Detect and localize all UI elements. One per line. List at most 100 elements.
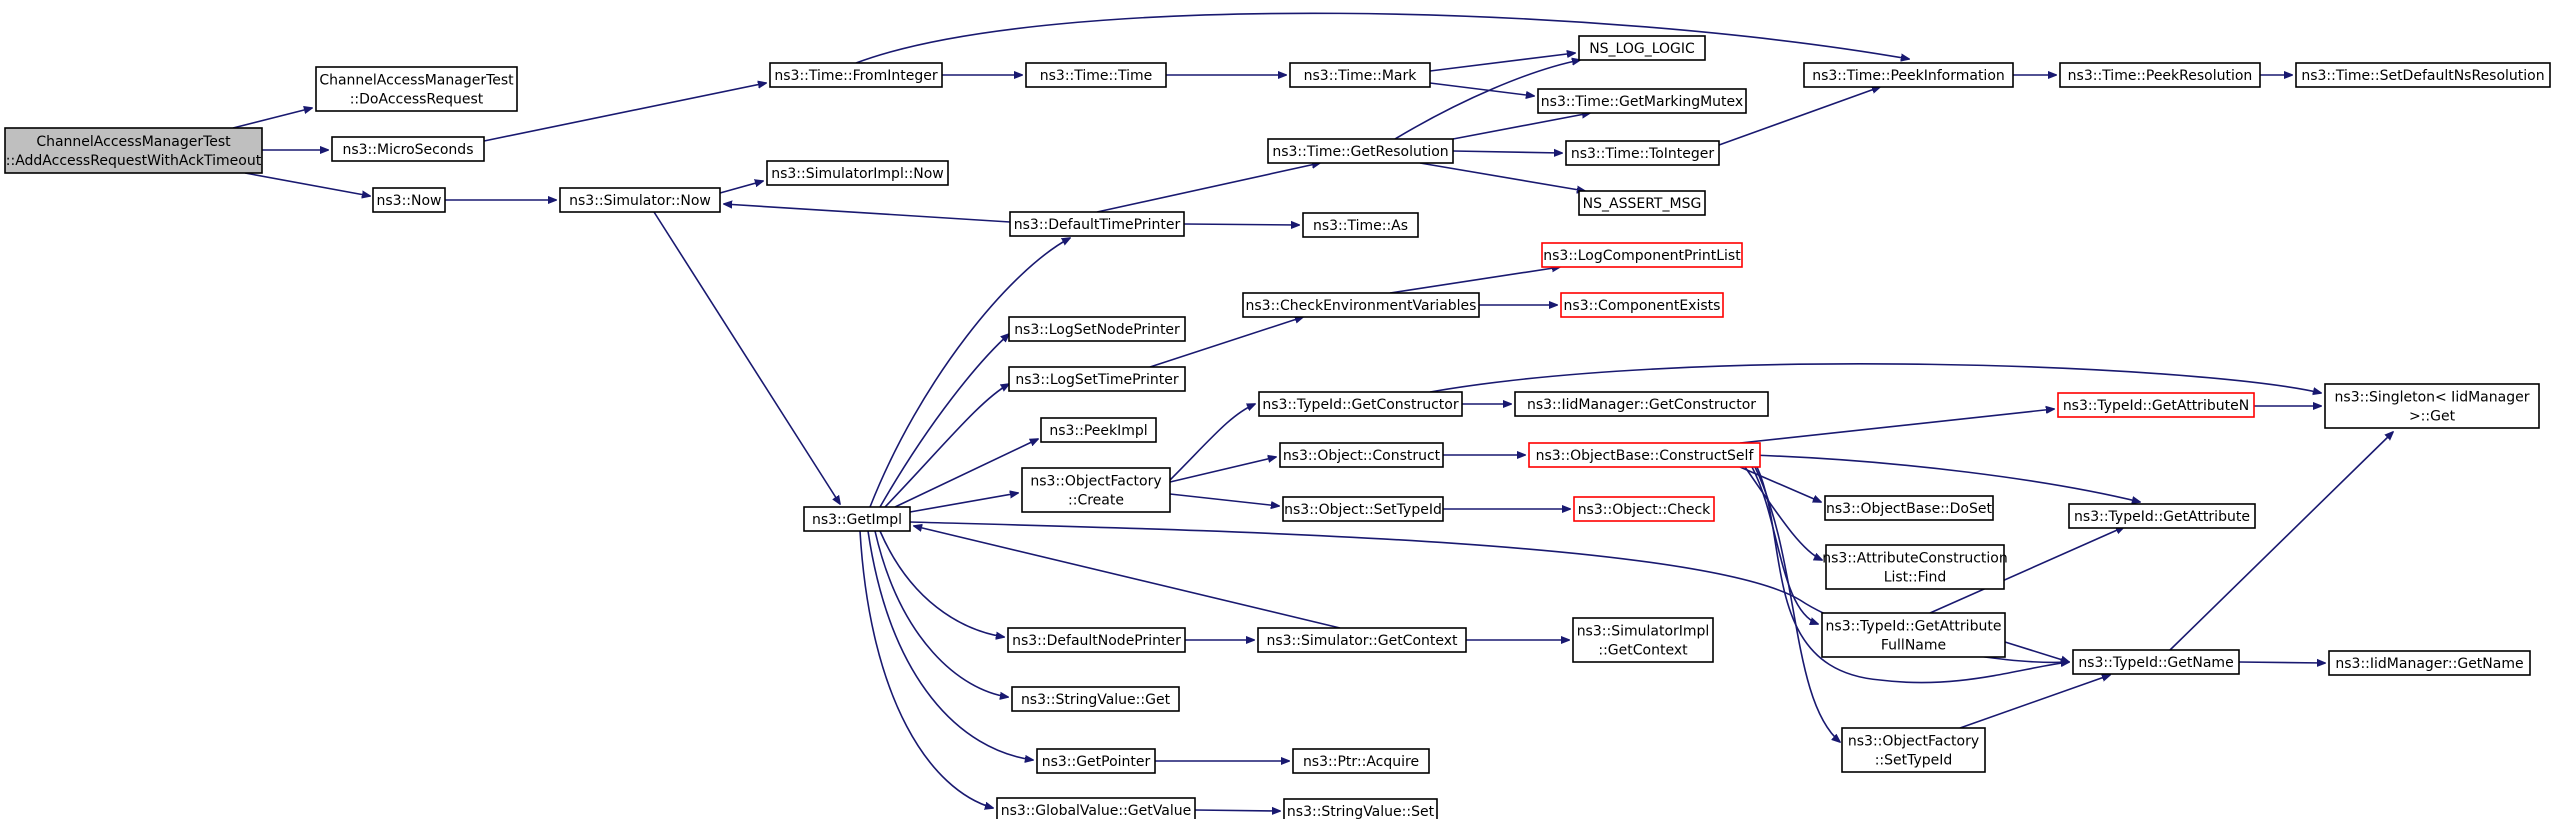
node-box[interactable] <box>996 797 1196 819</box>
node-box[interactable] <box>1279 442 1444 468</box>
node-markmutex[interactable]: ns3::Time::GetMarkingMutex <box>1537 88 1747 114</box>
node-box[interactable] <box>1803 62 2014 88</box>
node-setimpl[interactable]: ns3::Object::SetTypeId <box>1282 496 1444 522</box>
node-getres[interactable]: ns3::Time::GetResolution <box>1267 138 1454 164</box>
node-box[interactable] <box>1040 417 1157 443</box>
node-loglogic[interactable]: NS_LOG_LOGIC <box>1578 35 1706 61</box>
node-doaccess[interactable]: ChannelAccessManagerTest::DoAccessReques… <box>315 66 518 112</box>
node-box[interactable] <box>766 160 949 186</box>
node-simgetctx[interactable]: ns3::Simulator::GetContext <box>1257 627 1467 653</box>
node-timetime[interactable]: ns3::Time::Time <box>1025 62 1167 88</box>
node-box[interactable] <box>1283 798 1438 819</box>
node-deftp[interactable]: ns3::DefaultTimePrinter <box>1009 211 1185 237</box>
node-box[interactable] <box>1242 292 1480 318</box>
node-compexists[interactable]: ns3::ComponentExists <box>1560 292 1724 318</box>
node-gvgetvalue[interactable]: ns3::GlobalValue::GetValue <box>996 797 1196 819</box>
node-toint[interactable]: ns3::Time::ToInteger <box>1565 140 1720 166</box>
node-now[interactable]: ns3::Now <box>372 187 446 213</box>
node-ptracquire[interactable]: ns3::Ptr::Acquire <box>1292 748 1430 774</box>
node-box[interactable] <box>1578 35 1706 61</box>
node-setdefres[interactable]: ns3::Time::SetDefaultNsResolution <box>2295 62 2551 88</box>
node-box[interactable] <box>1257 627 1467 653</box>
node-objfactcreate[interactable]: ns3::ObjectFactory::Create <box>1021 467 1171 513</box>
node-box[interactable] <box>2324 383 2540 429</box>
node-box[interactable] <box>1541 242 1743 268</box>
node-assertmsg[interactable]: NS_ASSERT_MSG <box>1578 190 1706 216</box>
node-box[interactable] <box>1537 88 1747 114</box>
node-box[interactable] <box>1009 211 1185 237</box>
node-box[interactable] <box>1565 140 1720 166</box>
node-box[interactable] <box>1825 544 2005 590</box>
node-box[interactable] <box>4 127 263 174</box>
node-box[interactable] <box>1560 292 1724 318</box>
node-constructself[interactable]: ns3::ObjectBase::ConstructSelf <box>1528 442 1761 468</box>
node-box[interactable] <box>1302 212 1419 238</box>
node-logsetnode[interactable]: ns3::LogSetNodePrinter <box>1008 316 1186 342</box>
node-peekres[interactable]: ns3::Time::PeekResolution <box>2059 62 2261 88</box>
node-box[interactable] <box>1578 190 1706 216</box>
node-box[interactable] <box>1292 748 1430 774</box>
node-strvalset[interactable]: ns3::StringValue::Set <box>1283 798 1438 819</box>
node-box[interactable] <box>372 187 446 213</box>
node-box[interactable] <box>2328 650 2531 676</box>
node-box[interactable] <box>2072 649 2240 675</box>
node-logcpl[interactable]: ns3::LogComponentPrintList <box>1541 242 1743 268</box>
node-getpointer[interactable]: ns3::GetPointer <box>1036 748 1156 774</box>
node-box[interactable] <box>1011 686 1180 712</box>
node-box[interactable] <box>2059 62 2261 88</box>
node-box[interactable] <box>1008 316 1186 342</box>
node-box[interactable] <box>315 66 518 112</box>
node-tidgetctor[interactable]: ns3::TypeId::GetConstructor <box>1258 391 1463 417</box>
node-peekimpl[interactable]: ns3::PeekImpl <box>1040 417 1157 443</box>
node-timeas[interactable]: ns3::Time::As <box>1302 212 1419 238</box>
node-box[interactable] <box>1573 496 1715 522</box>
node-logsettime[interactable]: ns3::LogSetTimePrinter <box>1008 366 1186 392</box>
node-fromint[interactable]: ns3::Time::FromInteger <box>769 62 943 88</box>
node-box[interactable] <box>1036 748 1156 774</box>
node-simimplctx[interactable]: ns3::SimulatorImpl::GetContext <box>1572 617 1714 663</box>
node-defnodep[interactable]: ns3::DefaultNodePrinter <box>1007 627 1186 653</box>
node-strvalget[interactable]: ns3::StringValue::Get <box>1011 686 1180 712</box>
node-doset[interactable]: ns3::ObjectBase::DoSet <box>1824 495 1994 521</box>
node-box[interactable] <box>1821 612 2006 658</box>
node-box[interactable] <box>2057 392 2255 418</box>
node-getattrn[interactable]: ns3::TypeId::GetAttributeN <box>2057 392 2255 418</box>
node-box[interactable] <box>331 136 485 162</box>
node-iidgetctor[interactable]: ns3::IidManager::GetConstructor <box>1514 391 1769 417</box>
node-box[interactable] <box>2068 503 2256 529</box>
node-iidgetname[interactable]: ns3::IidManager::GetName <box>2328 650 2531 676</box>
node-objcheck[interactable]: ns3::Object::Check <box>1573 496 1715 522</box>
node-micro[interactable]: ns3::MicroSeconds <box>331 136 485 162</box>
node-getimpl[interactable]: ns3::GetImpl <box>803 506 911 532</box>
node-box[interactable] <box>1008 366 1186 392</box>
node-box[interactable] <box>1289 62 1431 88</box>
node-box[interactable] <box>1025 62 1167 88</box>
node-box[interactable] <box>1841 727 1986 773</box>
node-mark[interactable]: ns3::Time::Mark <box>1289 62 1431 88</box>
node-box[interactable] <box>803 506 911 532</box>
node-root[interactable]: ChannelAccessManagerTest::AddAccessReque… <box>4 127 263 174</box>
node-box[interactable] <box>1258 391 1463 417</box>
node-box[interactable] <box>1572 617 1714 663</box>
node-getname[interactable]: ns3::TypeId::GetName <box>2072 649 2240 675</box>
node-box[interactable] <box>1021 467 1171 513</box>
node-simimplnow[interactable]: ns3::SimulatorImpl::Now <box>766 160 949 186</box>
node-box[interactable] <box>559 187 721 213</box>
node-simnow[interactable]: ns3::Simulator::Now <box>559 187 721 213</box>
node-getattr[interactable]: ns3::TypeId::GetAttribute <box>2068 503 2256 529</box>
node-objconstruct[interactable]: ns3::Object::Construct <box>1279 442 1444 468</box>
node-box[interactable] <box>1007 627 1186 653</box>
node-box[interactable] <box>769 62 943 88</box>
node-box[interactable] <box>1528 442 1761 468</box>
node-objfacttid[interactable]: ns3::ObjectFactory::SetTypeId <box>1841 727 1986 773</box>
node-box[interactable] <box>1514 391 1769 417</box>
node-box[interactable] <box>1267 138 1454 164</box>
node-singleton[interactable]: ns3::Singleton< IidManager >::Get <box>2324 383 2540 429</box>
node-checkenv[interactable]: ns3::CheckEnvironmentVariables <box>1242 292 1480 318</box>
node-box[interactable] <box>2295 62 2551 88</box>
node-peekinfo[interactable]: ns3::Time::PeekInformation <box>1803 62 2014 88</box>
node-box[interactable] <box>1282 496 1444 522</box>
node-box[interactable] <box>1824 495 1994 521</box>
